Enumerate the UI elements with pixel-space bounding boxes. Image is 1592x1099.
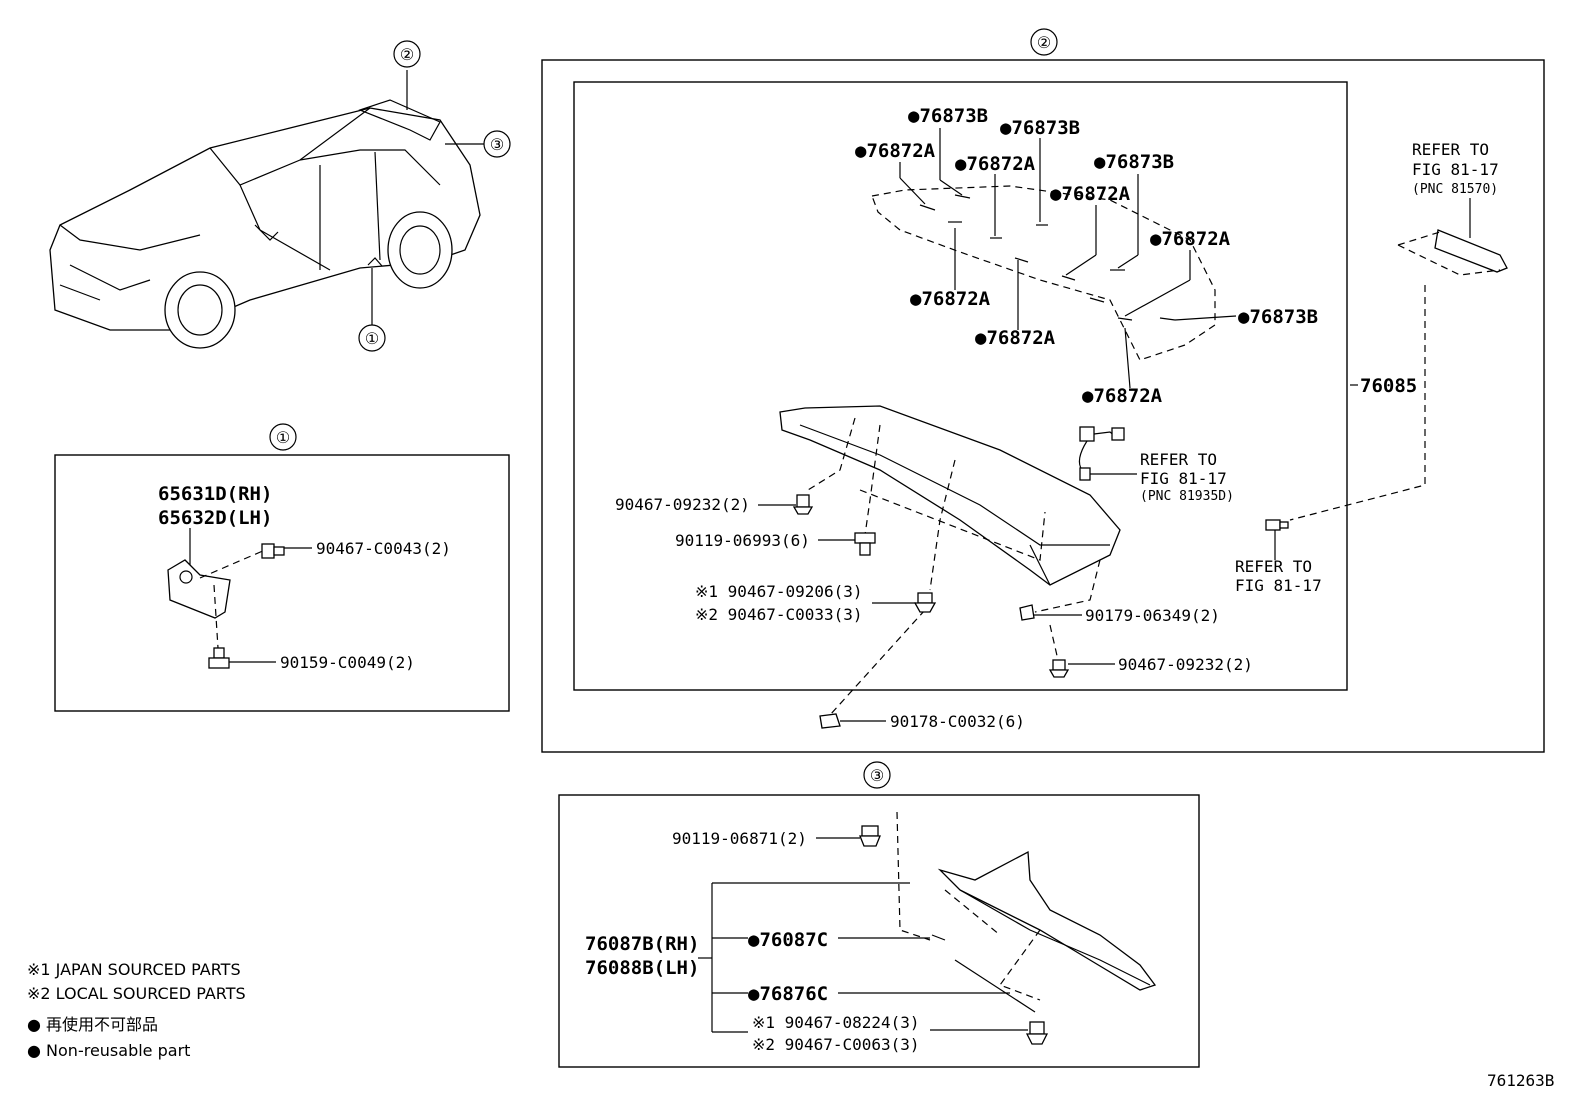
vehicle-callout-3: ③ bbox=[483, 130, 511, 158]
section-3-sub1: ●76087C bbox=[748, 929, 828, 951]
refer-wire-3: (PNC 81935D) bbox=[1140, 489, 1234, 504]
vehicle-illustration bbox=[49, 70, 484, 349]
section-1-bolt: 90467-C0043(2) bbox=[316, 539, 451, 558]
assembly-76085: 76085 bbox=[1360, 375, 1417, 397]
section-3-clip2: ※2 90467-C0063(3) bbox=[752, 1035, 920, 1054]
fastener-label-2: 90119-06993(6) bbox=[675, 531, 810, 550]
nut-icon bbox=[819, 713, 841, 729]
vehicle-callout-1: ① bbox=[358, 324, 386, 352]
label-76872a-3: ●76872A bbox=[1050, 183, 1131, 205]
label-76872a-7: ●76872A bbox=[1082, 385, 1163, 407]
label-76872a-5: ●76872A bbox=[910, 288, 991, 310]
fastener-label-1: 90467-09232(2) bbox=[615, 495, 750, 514]
side-garnish bbox=[937, 850, 1157, 991]
legend-note-3: ● 再使用不可部品 bbox=[27, 1015, 158, 1034]
section-3-screw: 90119-06871(2) bbox=[672, 829, 807, 848]
legend-note-4: ● Non-reusable part bbox=[27, 1041, 190, 1060]
label-76872a-2: ●76872A bbox=[955, 153, 1036, 175]
label-76872a-1: ●76872A bbox=[855, 140, 936, 162]
section-3-part-rh: 76087B(RH) bbox=[585, 933, 699, 955]
figure-id: 761263B bbox=[1487, 1071, 1554, 1090]
stop-lamp bbox=[1397, 229, 1508, 276]
refer-lamp-1: REFER TO bbox=[1412, 140, 1489, 159]
legend-note-1: ※1 JAPAN SOURCED PARTS bbox=[27, 960, 241, 979]
nut-icon bbox=[1019, 604, 1035, 621]
screw-icon bbox=[208, 647, 230, 669]
svg-text:①: ① bbox=[365, 329, 379, 348]
label-76873b-2: ●76873B bbox=[1000, 117, 1080, 139]
legend: ※1 JAPAN SOURCED PARTS ※2 LOCAL SOURCED … bbox=[27, 960, 246, 1060]
label-76873b-3: ●76873B bbox=[1094, 151, 1174, 173]
section-1-callout: ① bbox=[276, 428, 290, 447]
bolt-icon bbox=[1265, 519, 1289, 531]
clip-icon bbox=[913, 592, 937, 613]
section-3: ③ 90119-06871(2) 76087B(RH) 76088B(LH) ●… bbox=[558, 761, 1200, 1068]
fastener-label-5: 90179-06349(2) bbox=[1085, 606, 1220, 625]
label-76872a-6: ●76872A bbox=[975, 327, 1056, 349]
section-2-callout: ② bbox=[1037, 33, 1051, 52]
section-3-part-lh: 76088B(LH) bbox=[585, 957, 699, 979]
section-1-screw: 90159-C0049(2) bbox=[280, 653, 415, 672]
section-1-part-rh: 65631D(RH) bbox=[158, 483, 272, 505]
clip-icon bbox=[792, 494, 814, 515]
fastener-label-4: ※2 90467-C0033(3) bbox=[695, 605, 863, 624]
section-1: ① 65631D(RH) 65632D(LH) 90467-C0043(2) 9… bbox=[54, 423, 510, 712]
section-2: ② bbox=[541, 28, 1545, 753]
section-3-sub2: ●76876C bbox=[748, 983, 828, 1005]
fastener-label-3: ※1 90467-09206(3) bbox=[695, 582, 863, 601]
label-76872a-4: ●76872A bbox=[1150, 228, 1231, 250]
fastener-label-7: 90178-C0032(6) bbox=[890, 712, 1025, 731]
svg-text:②: ② bbox=[400, 45, 414, 64]
refer-bolt-2: FIG 81-17 bbox=[1235, 576, 1322, 595]
legend-note-2: ※2 LOCAL SOURCED PARTS bbox=[27, 984, 246, 1003]
wire-harness bbox=[1078, 426, 1137, 481]
vehicle-callout-2: ② bbox=[393, 40, 421, 68]
label-76873b-4: ●76873B bbox=[1238, 306, 1318, 328]
bolt-icon bbox=[261, 543, 285, 559]
refer-bolt-1: REFER TO bbox=[1235, 557, 1312, 576]
refer-lamp-2: FIG 81-17 bbox=[1412, 160, 1499, 179]
section-3-clip1: ※1 90467-08224(3) bbox=[752, 1013, 920, 1032]
svg-text:③: ③ bbox=[490, 135, 504, 154]
fastener-label-6: 90467-09232(2) bbox=[1118, 655, 1253, 674]
screw-icon bbox=[859, 825, 881, 847]
refer-wire-2: FIG 81-17 bbox=[1140, 469, 1227, 488]
grommet-icon bbox=[854, 532, 876, 556]
label-76873b-1: ●76873B bbox=[908, 105, 988, 127]
side-bracket bbox=[167, 559, 231, 619]
tape-marks bbox=[919, 194, 1176, 321]
section-1-part-lh: 65632D(LH) bbox=[158, 507, 272, 529]
refer-lamp-3: (PNC 81570) bbox=[1412, 182, 1498, 197]
section-3-callout: ③ bbox=[870, 766, 884, 785]
rear-spoiler bbox=[779, 405, 1121, 586]
clip-icon bbox=[1025, 1021, 1049, 1045]
refer-wire-1: REFER TO bbox=[1140, 450, 1217, 469]
clip-icon bbox=[1048, 659, 1070, 678]
